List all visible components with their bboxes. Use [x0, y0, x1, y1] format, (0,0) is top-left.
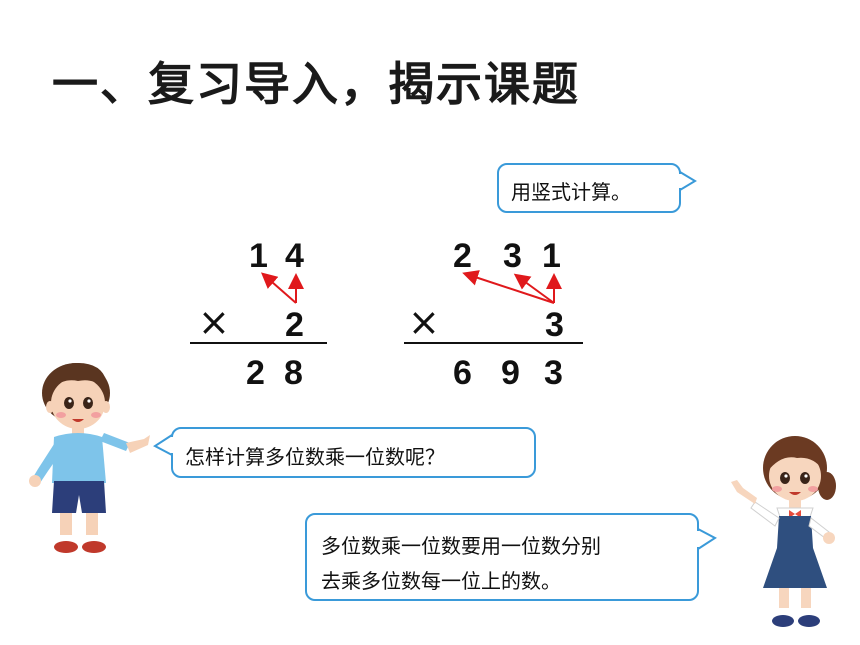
calc1-multiply-sign: × — [198, 300, 230, 344]
calc1-divider-line — [190, 342, 327, 344]
boy-character-icon — [29, 363, 150, 553]
calc2-product-digit: 3 — [544, 354, 563, 392]
calc1-multiplicand-digit: 4 — [285, 237, 304, 275]
calc2-product-digit: 6 — [453, 354, 472, 392]
girl-answer-line-2: 去乘多位数每一位上的数。 — [321, 569, 561, 593]
instruction-text: 用竖式计算。 — [511, 180, 631, 204]
girl-character-icon — [731, 436, 836, 627]
calc2-product-digit: 9 — [501, 354, 520, 392]
arrow-calc1-tens — [260, 272, 297, 304]
calc1-multiplier: 2 — [285, 306, 304, 344]
girl-bubble-tail — [696, 527, 717, 551]
boy-bubble-tail — [153, 433, 174, 457]
calc2-multiplicand-digit: 3 — [503, 237, 522, 275]
calc2-multiplier: 3 — [545, 306, 564, 344]
calc2-multiplicand-digit: 2 — [453, 237, 472, 275]
instruction-bubble-tail — [678, 170, 697, 192]
page-title: 一、复习导入，揭示课题 — [52, 57, 580, 111]
calc2-multiply-sign: × — [408, 300, 440, 344]
calc1-product-digit: 8 — [284, 354, 303, 392]
calc2-multiplicand-digit: 1 — [542, 237, 561, 275]
girl-answer-bubble: 多位数乘一位数要用一位数分别 去乘多位数每一位上的数。 — [305, 513, 699, 601]
arrow-calc2-tens — [513, 273, 555, 304]
boy-question-text: 怎样计算多位数乘一位数呢？ — [185, 445, 445, 469]
boy-question-bubble: 怎样计算多位数乘一位数呢？ — [171, 427, 536, 478]
girl-answer-line-1: 多位数乘一位数要用一位数分别 — [321, 534, 601, 558]
calc2-divider-line — [404, 342, 583, 344]
instruction-bubble: 用竖式计算。 — [497, 163, 681, 213]
arrow-calc2-hundreds — [462, 270, 555, 304]
calc1-product-digit: 2 — [246, 354, 265, 392]
calc1-multiplicand-digit: 1 — [249, 237, 268, 275]
